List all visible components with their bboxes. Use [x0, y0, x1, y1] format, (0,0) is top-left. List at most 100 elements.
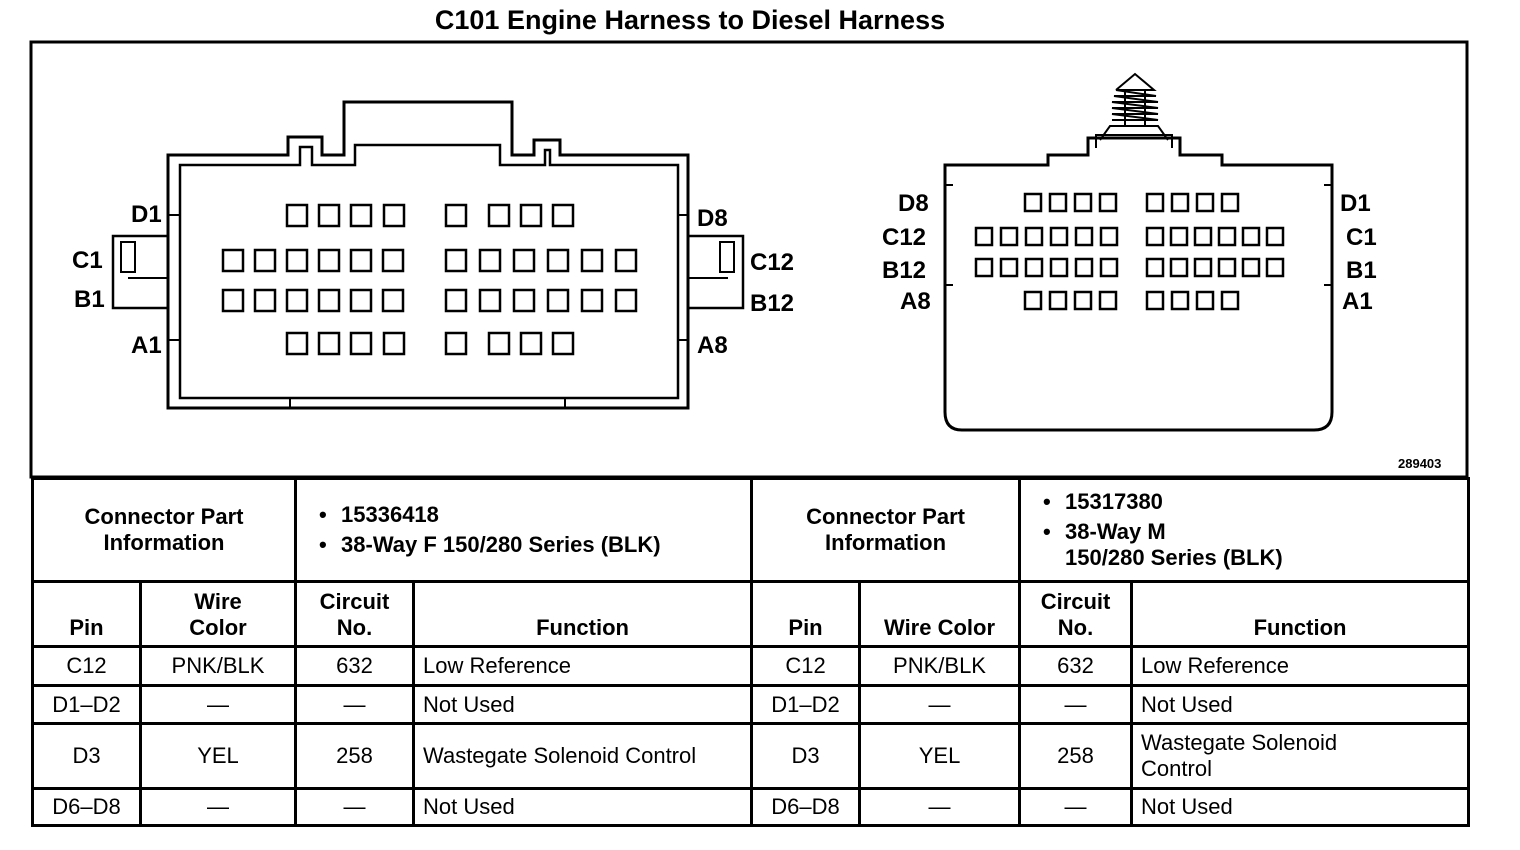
cell-pin: D3: [31, 722, 142, 790]
pin-cavity: [512, 248, 536, 273]
pin-cavity: [1098, 290, 1118, 311]
pin-label-d1: D1: [131, 201, 162, 228]
diagram-frame: [29, 40, 1469, 479]
pin-cavity: [1099, 226, 1119, 247]
table-row: D3 YEL 258 Wastegate Solenoid Control D3…: [31, 722, 1471, 790]
cell-pin: D3: [750, 722, 862, 790]
female-connector-face-icon: [111, 100, 745, 410]
connector-table: Connector Part Information 15336418 38-W…: [30, 477, 1471, 827]
pin-label-a1: A1: [1342, 288, 1373, 315]
pin-cavity: [317, 203, 341, 228]
pin-cavity: [487, 203, 511, 228]
cell-function: Not Used: [1130, 684, 1471, 725]
pin-cavity: [1169, 226, 1189, 247]
pin-cavity: [285, 248, 309, 273]
pin-cavity: [317, 248, 341, 273]
pin-label-d1: D1: [1340, 190, 1371, 217]
pin-cavity: [285, 288, 309, 313]
pin-cavity: [1265, 226, 1285, 247]
pin-cavity: [1193, 257, 1213, 278]
pin-cavity: [1024, 226, 1044, 247]
cell-pin: D6–D8: [750, 787, 862, 827]
pin-cavity: [580, 248, 604, 273]
pin-label-a8: A8: [900, 288, 931, 315]
pin-cavity: [487, 331, 511, 356]
pin-label-b1: B1: [74, 286, 105, 313]
header-pin-right: Pin: [750, 580, 862, 648]
part-desc-right-line2: 150/280 Series (BLK): [1065, 545, 1283, 570]
part-info-left: 15336418 38-Way F 150/280 Series (BLK): [294, 477, 754, 583]
pin-cavity: [1145, 257, 1165, 278]
pin-label-d8: D8: [697, 205, 728, 232]
figure-number: 289403: [1398, 456, 1441, 471]
male-connector-face-icon: [943, 72, 1334, 432]
pin-cavity: [974, 257, 994, 278]
pin-cavity: [546, 288, 570, 313]
pin-cavity: [512, 288, 536, 313]
pin-cavity: [221, 248, 245, 273]
pin-cavity: [349, 248, 373, 273]
cell-wire-color: —: [138, 787, 298, 827]
pin-cavity: [1049, 257, 1069, 278]
cell-circuit: —: [294, 684, 416, 725]
pin-cavity: [551, 331, 575, 356]
cell-function: Not Used: [412, 787, 754, 827]
pin-cavity: [1048, 192, 1068, 213]
pin-label-c12: C12: [750, 249, 794, 276]
header-wire-color-right: Wire Color: [858, 580, 1022, 648]
pin-cavity: [1145, 192, 1165, 213]
pin-label-a1: A1: [131, 332, 162, 359]
part-desc-left: 38-Way F 150/280 Series (BLK): [319, 532, 742, 558]
pin-cavity: [382, 331, 406, 356]
pin-cavity: [317, 288, 341, 313]
pin-cavity: [381, 248, 405, 273]
pin-cavity: [1217, 257, 1237, 278]
cell-wire-color: PNK/BLK: [858, 645, 1022, 687]
part-info-label-left: Connector Part Information: [30, 477, 298, 583]
cell-function: Low Reference: [412, 645, 754, 687]
part-number-right: 15317380: [1043, 489, 1459, 515]
cell-pin: C12: [31, 645, 142, 687]
pin-cavity: [317, 331, 341, 356]
pin-cavity: [1099, 257, 1119, 278]
pin-cavity: [614, 248, 638, 273]
pin-cavity: [1169, 257, 1189, 278]
cell-function: Not Used: [1130, 787, 1471, 827]
pin-cavity: [444, 331, 468, 356]
pin-cavity: [253, 288, 277, 313]
pin-cavity: [1265, 257, 1285, 278]
pin-label-c1: C1: [1346, 224, 1377, 251]
pin-cavity: [1048, 290, 1068, 311]
pin-label-b12: B12: [750, 290, 794, 317]
pin-cavity: [444, 288, 468, 313]
pin-cavity: [1024, 257, 1044, 278]
pin-cavity: [1073, 192, 1093, 213]
pin-cavity: [546, 248, 570, 273]
pin-cavity: [1170, 290, 1190, 311]
pin-cavity: [519, 203, 543, 228]
pin-cavity: [1170, 192, 1190, 213]
pin-cavity: [1074, 226, 1094, 247]
cell-function: Low Reference: [1130, 645, 1471, 687]
header-function-right: Function: [1130, 580, 1471, 648]
pin-cavity: [1241, 257, 1261, 278]
pin-label-c12: C12: [882, 224, 926, 251]
cell-circuit: 258: [1018, 722, 1134, 790]
cell-wire-color: —: [858, 787, 1022, 827]
pin-cavity: [444, 248, 468, 273]
pin-label-d8: D8: [898, 190, 929, 217]
pin-cavity: [382, 203, 406, 228]
pin-label-b1: B1: [1346, 257, 1377, 284]
pin-cavity: [1073, 290, 1093, 311]
pin-cavity: [349, 203, 373, 228]
pin-label-c1: C1: [72, 247, 103, 274]
pin-cavity: [221, 288, 245, 313]
cell-wire-color: YEL: [858, 722, 1022, 790]
pin-cavity: [1217, 226, 1237, 247]
cell-wire-color: PNK/BLK: [138, 645, 298, 687]
